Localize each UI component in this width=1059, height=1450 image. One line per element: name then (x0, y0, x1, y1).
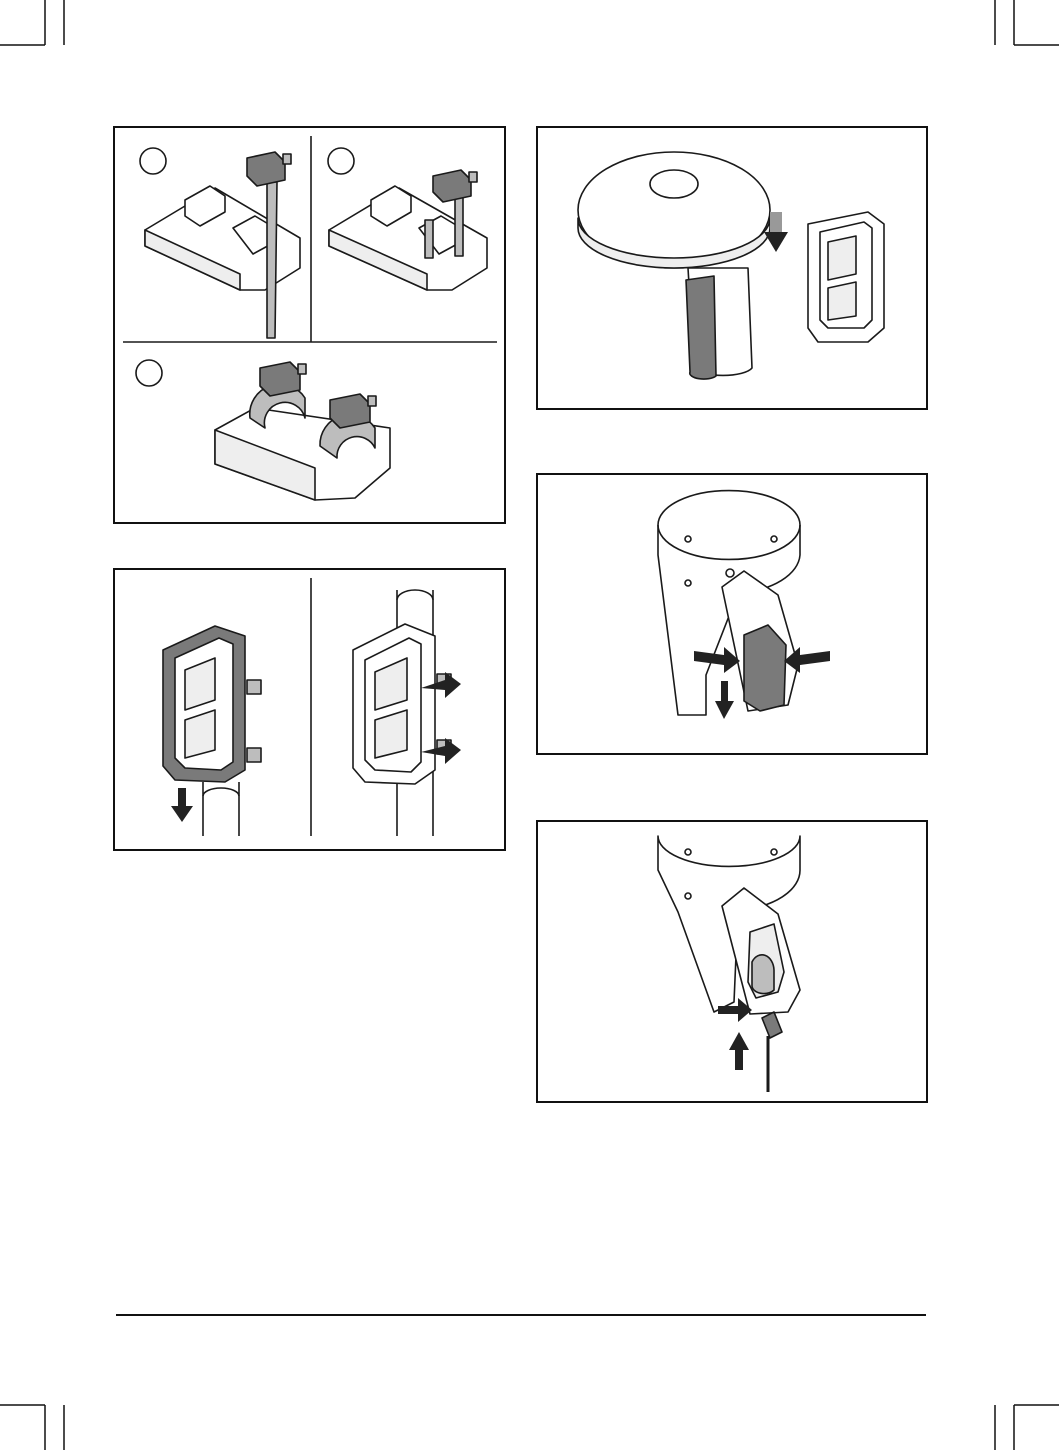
panel-connect-cable (536, 820, 928, 1103)
arrow-up-cable (729, 1032, 749, 1070)
panel-clip-onto-pole (113, 568, 506, 851)
clip-left (163, 626, 261, 836)
bracket-step-3 (215, 362, 390, 500)
panel-bracket-strap-steps (113, 126, 506, 524)
clip-pole-illustration (115, 570, 504, 849)
step-circle-2 (328, 148, 354, 174)
bracket-step-2 (329, 170, 487, 290)
step-circle-1 (140, 148, 166, 174)
insert-antenna-illustration (538, 475, 926, 753)
cable-socket (752, 955, 774, 994)
panel-antenna-and-bracket (536, 126, 928, 410)
arrow-down-insert (715, 681, 734, 719)
mount-bracket (808, 212, 884, 342)
arrow-down-left (171, 788, 193, 822)
clip-right (353, 590, 451, 836)
antenna-label-panel (686, 276, 716, 379)
antenna-bracket-illustration (538, 128, 926, 408)
bracket-step-1 (145, 152, 300, 338)
cable-plug (762, 1012, 782, 1038)
inserted-module (744, 625, 786, 711)
connect-cable-illustration (538, 822, 926, 1101)
panel-insert-antenna (536, 473, 928, 755)
footer-rule (116, 1314, 926, 1316)
step-circle-3 (136, 360, 162, 386)
bracket-strap-illustration (115, 128, 504, 522)
